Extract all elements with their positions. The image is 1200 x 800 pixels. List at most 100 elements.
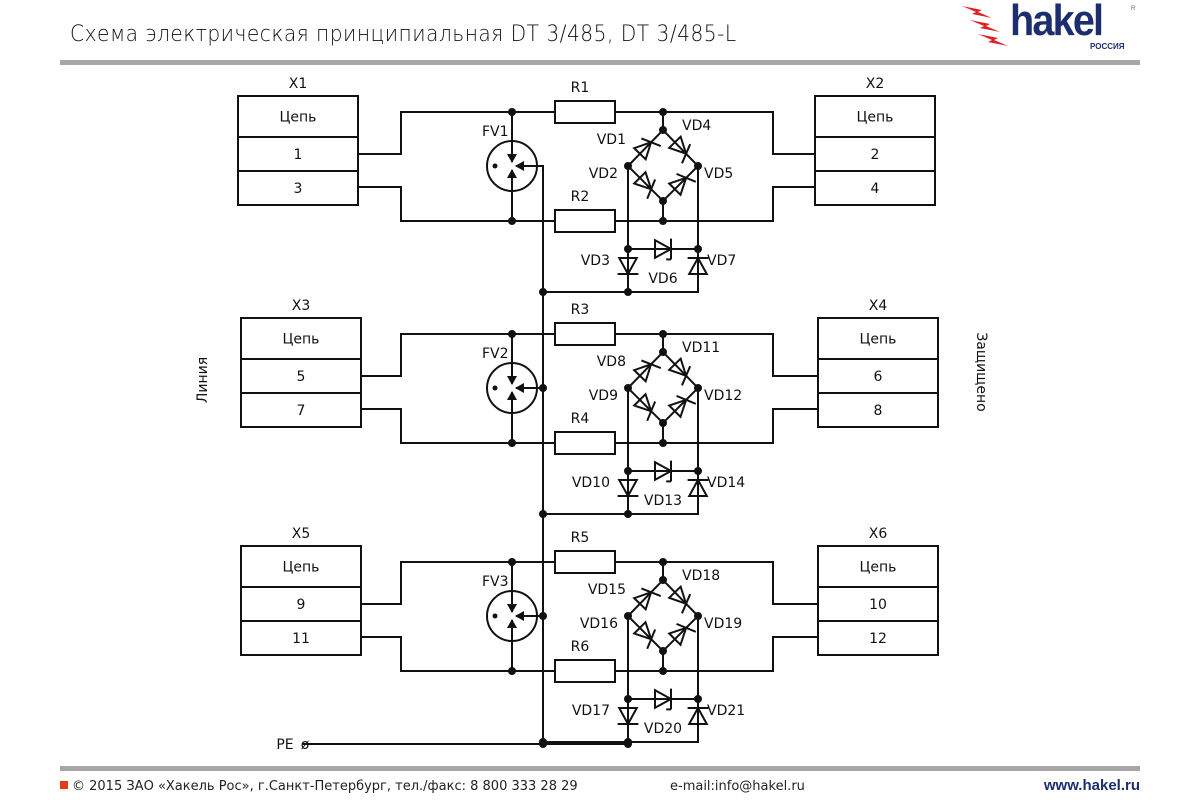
connector-cell: [814, 170, 936, 206]
connector-header: Цепь: [283, 332, 320, 348]
brand-logo: hakel R РОССИЯ: [960, 0, 1140, 57]
resistor-label: R6: [571, 639, 590, 655]
diode-label: VD19: [704, 616, 742, 632]
connector-cell: [237, 170, 359, 206]
wire: [361, 333, 555, 377]
connector-cell: [240, 620, 362, 656]
diode-bar: [676, 172, 697, 183]
connector-pin: 2: [871, 147, 880, 163]
diode-label: VD14: [707, 475, 745, 491]
diode-triangle: [632, 392, 653, 413]
diode-triangle: [667, 356, 688, 378]
pe-label: PE: [276, 737, 293, 753]
wire: [615, 561, 818, 605]
footer-email[interactable]: e-mail:info@hakel.ru: [670, 779, 805, 794]
arrester-label: FV3: [482, 574, 509, 590]
diode-vd14: [687, 477, 709, 497]
connector-cell: [240, 392, 362, 428]
connector-label: X4: [869, 298, 888, 314]
diode-vd3: [617, 257, 639, 277]
side-label-line: Линия: [195, 357, 211, 403]
diode-triangle: [632, 140, 653, 162]
arrow-icon: [507, 604, 517, 613]
diode-label: VD17: [572, 703, 610, 719]
wire: [627, 128, 700, 203]
resistor-label: R5: [571, 530, 590, 546]
diode-label: VD7: [707, 253, 736, 269]
wire: [615, 636, 818, 672]
diode-label: VD8: [597, 354, 626, 370]
arrow-icon: [507, 154, 517, 163]
diode-label: VD1: [597, 132, 626, 148]
diode-bar: [641, 137, 662, 148]
wire: [615, 408, 818, 444]
diode-triangle: [632, 362, 653, 384]
zener-diode-vd6: [654, 238, 674, 261]
diode-triangle: [654, 688, 674, 710]
page-title: Схема электрическая принципиальная DT 3/…: [70, 22, 737, 47]
wire: [627, 578, 700, 653]
arrester-label: FV2: [482, 346, 509, 362]
connector-label: X2: [866, 76, 885, 92]
diode-vd7: [687, 255, 709, 275]
diode-triangle: [667, 176, 688, 197]
side-label-protected: Защищено: [973, 332, 989, 411]
tvs-diode-vd4: [667, 134, 692, 164]
diode-triangle: [687, 705, 709, 725]
junction-dot: [539, 740, 547, 748]
diode-label: VD15: [588, 582, 626, 598]
diode-triangle: [654, 238, 674, 260]
diode-bar: [646, 179, 657, 200]
diode-bar: [676, 622, 697, 633]
diode-vd17: [617, 707, 639, 727]
diode-triangle: [667, 134, 688, 156]
junction-dot: [694, 467, 702, 475]
diode-bar: [681, 593, 692, 614]
diode-label: VD6: [648, 271, 677, 287]
arrester-dot: [492, 385, 498, 391]
junction-dot: [624, 510, 632, 518]
tvs-diode-vd8: [632, 359, 662, 384]
diode-bar: [646, 401, 657, 422]
arrow-icon: [507, 619, 517, 628]
diode-bar: [681, 365, 692, 386]
wire: [615, 111, 815, 155]
tvs-diode-vd5: [667, 172, 697, 197]
resistor-label: R1: [571, 80, 590, 96]
connector-cell: [817, 620, 939, 656]
wire: [543, 291, 699, 293]
footer-website-link[interactable]: www.hakel.ru: [1043, 777, 1140, 794]
diode-label: VD18: [682, 568, 720, 584]
diode-bar: [641, 359, 662, 370]
connector-pin: 6: [874, 369, 883, 385]
junction-dot: [694, 695, 702, 703]
connector-header: Цепь: [857, 110, 894, 126]
connector-pin: 4: [871, 181, 880, 197]
diode-vd10: [617, 479, 639, 499]
connector-pin: 12: [869, 631, 887, 647]
connector-pin: 10: [869, 597, 887, 613]
header-divider: [60, 60, 1140, 65]
junction-dot: [624, 740, 632, 748]
diode-triangle: [667, 626, 688, 647]
diode-bar: [681, 143, 692, 164]
connector-pin: 7: [297, 403, 306, 419]
tvs-diode-vd12: [667, 394, 697, 419]
diode-bar: [646, 629, 657, 650]
wire: [361, 408, 555, 444]
diode-label: VD10: [572, 475, 610, 491]
diode-label: VD4: [682, 118, 711, 134]
gas-arrester-fv1: [486, 112, 544, 221]
arrow-icon: [507, 169, 517, 178]
connector-pin: 9: [297, 597, 306, 613]
tvs-diode-vd15: [632, 587, 662, 612]
wire: [543, 513, 699, 515]
connector-pin: 3: [294, 181, 303, 197]
wire: [543, 741, 699, 743]
wire: [358, 186, 555, 222]
